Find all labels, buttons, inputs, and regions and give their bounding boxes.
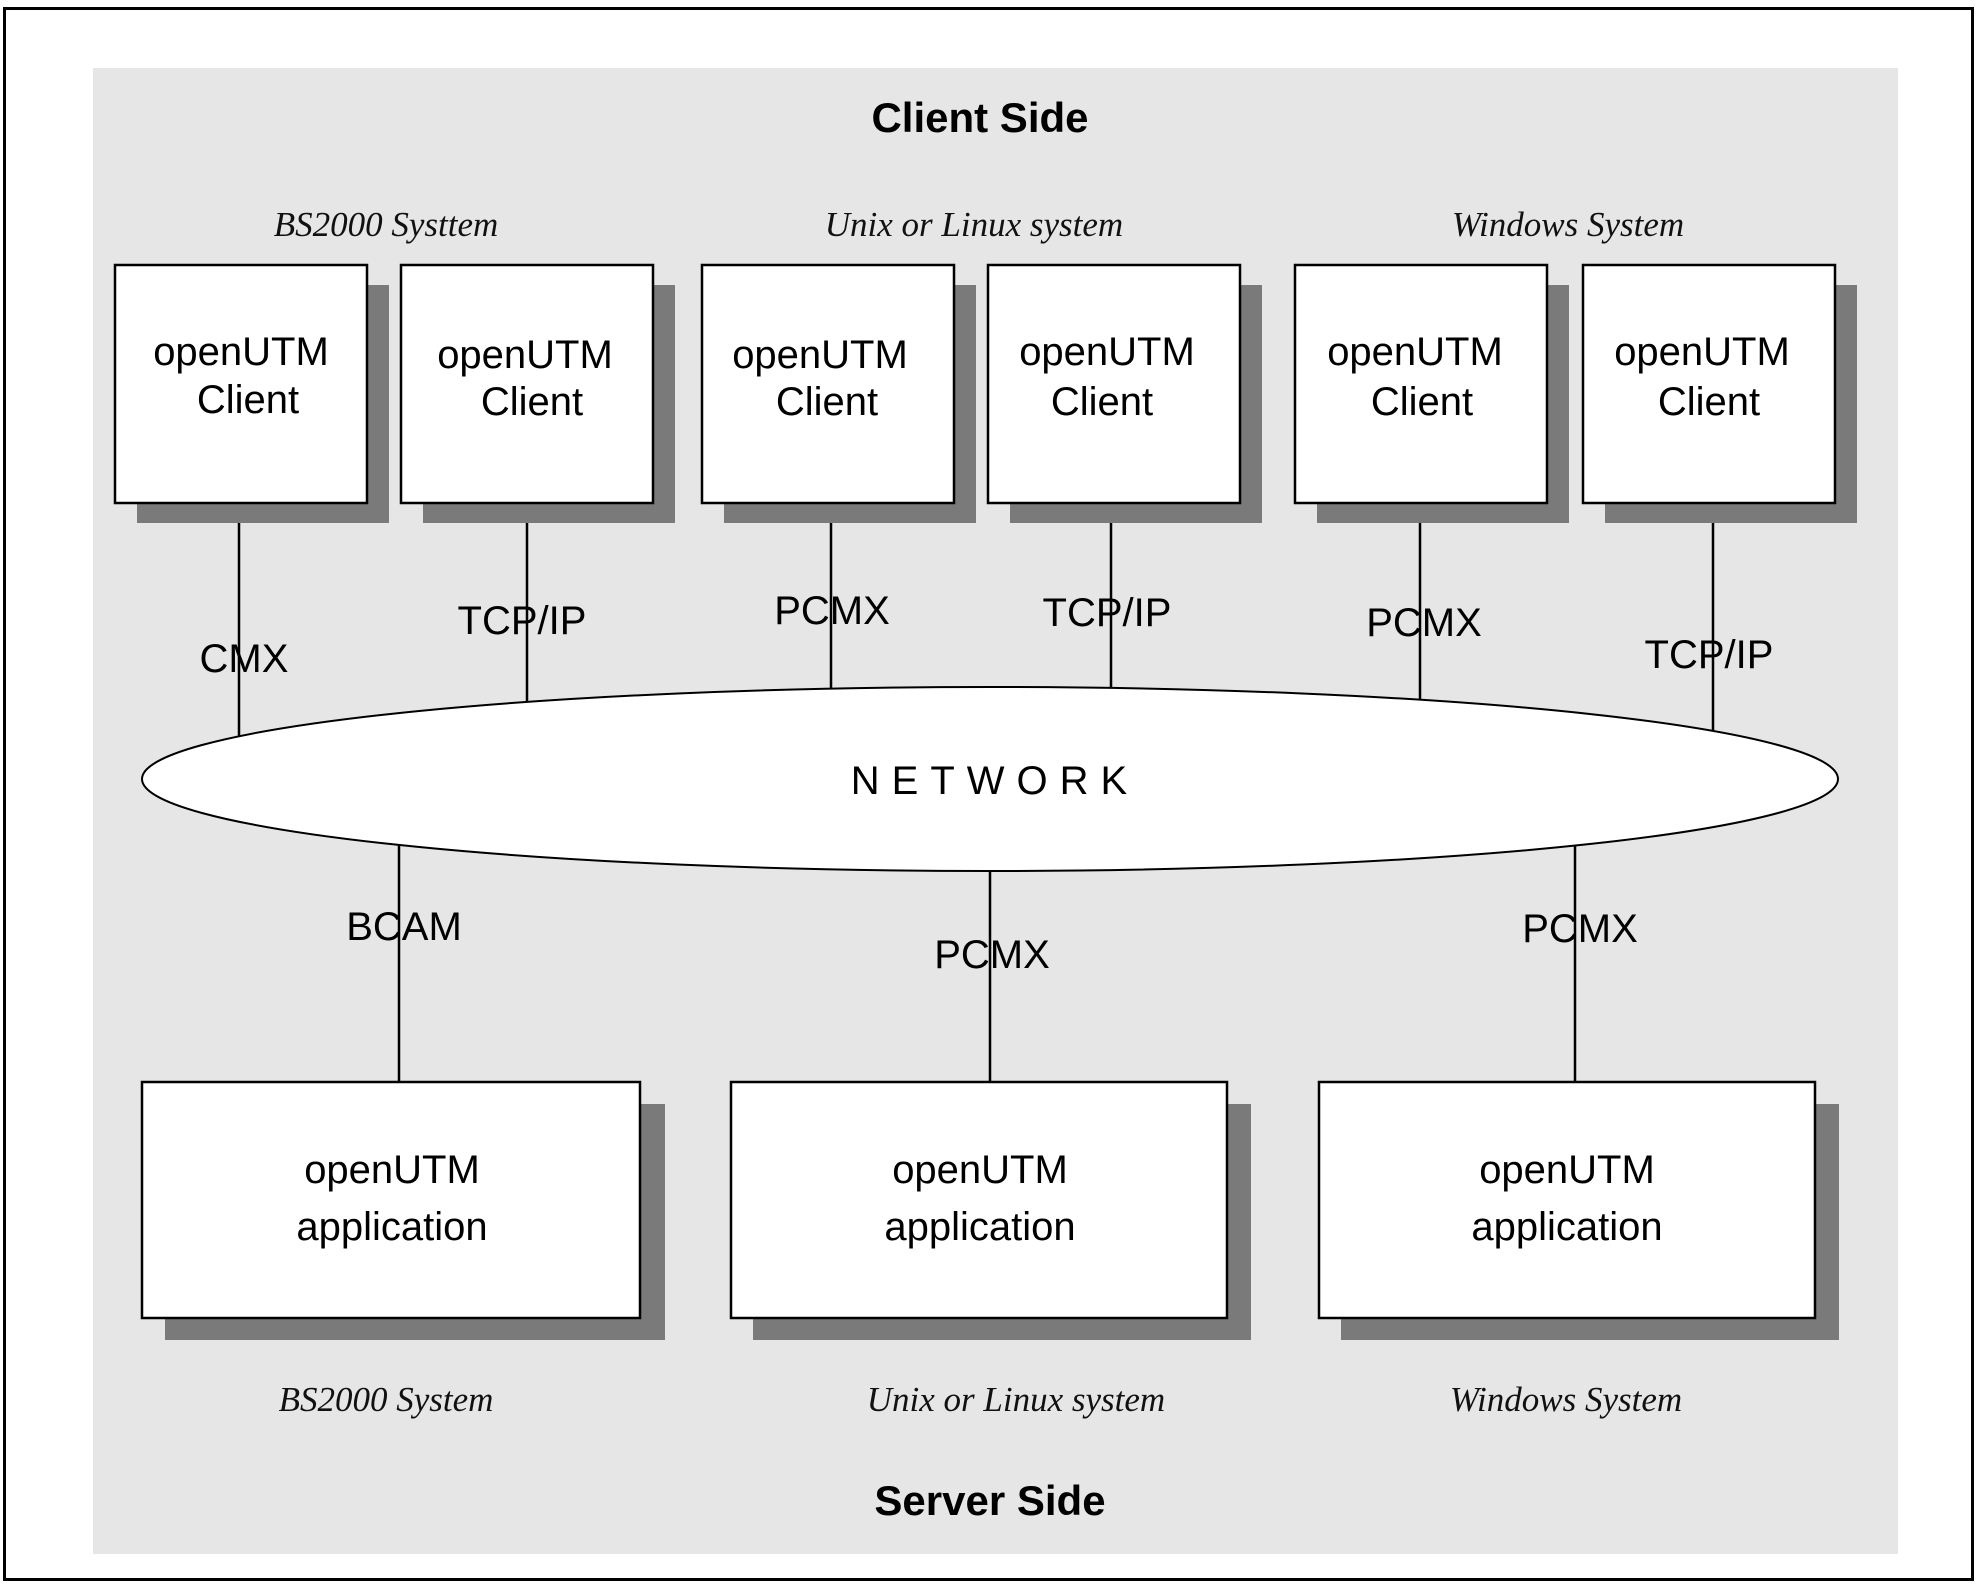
application-box-line1: openUTM bbox=[892, 1148, 1068, 1192]
client-system-label-windows: Windows System bbox=[1452, 205, 1684, 244]
client-box: openUTM Client bbox=[399, 263, 675, 523]
application-box: openUTM application bbox=[140, 1080, 665, 1340]
network-label: NETWORK bbox=[851, 759, 1139, 803]
application-box-line2: application bbox=[1471, 1205, 1662, 1249]
server-connectors bbox=[397, 842, 1577, 1082]
server-system-label-bs2000: BS2000 System bbox=[279, 1380, 494, 1419]
client-box-line2: Client bbox=[776, 380, 878, 424]
client-box-line2: Client bbox=[1658, 380, 1760, 424]
client-protocol-label: TCP/IP bbox=[1645, 633, 1774, 677]
client-box-line1: openUTM bbox=[732, 333, 908, 377]
client-system-label-bs2000: BS2000 Systtem bbox=[274, 205, 499, 244]
client-box-line2: Client bbox=[1051, 380, 1153, 424]
client-system-label-unix: Unix or Linux system bbox=[825, 205, 1123, 244]
client-connectors bbox=[237, 503, 1715, 742]
application-box: openUTM application bbox=[1317, 1080, 1839, 1340]
client-box: openUTM Client bbox=[113, 263, 389, 523]
client-box-line1: openUTM bbox=[153, 330, 329, 374]
client-protocol-label: PCMX bbox=[774, 589, 890, 633]
client-box-line1: openUTM bbox=[1614, 330, 1790, 374]
client-protocol-label: PCMX bbox=[1366, 601, 1482, 645]
client-box-line2: Client bbox=[197, 378, 299, 422]
client-protocol-label: TCP/IP bbox=[1043, 591, 1172, 635]
network-ellipse bbox=[141, 686, 1839, 872]
client-box-line1: openUTM bbox=[1327, 330, 1503, 374]
client-box: openUTM Client bbox=[700, 263, 976, 523]
application-box: openUTM application bbox=[729, 1080, 1251, 1340]
application-box-line2: application bbox=[296, 1205, 487, 1249]
client-protocol-label: TCP/IP bbox=[458, 599, 587, 643]
client-box: openUTM Client bbox=[1293, 263, 1569, 523]
client-box-line2: Client bbox=[1371, 380, 1473, 424]
server-protocol-label: PCMX bbox=[1522, 907, 1638, 951]
application-box-line2: application bbox=[884, 1205, 1075, 1249]
client-box-line1: openUTM bbox=[437, 333, 613, 377]
client-box-line1: openUTM bbox=[1019, 330, 1195, 374]
server-side-title: Server Side bbox=[874, 1477, 1105, 1524]
server-protocol-label: PCMX bbox=[934, 933, 1050, 977]
client-box-line2: Client bbox=[481, 380, 583, 424]
application-box-line1: openUTM bbox=[304, 1148, 480, 1192]
server-system-label-unix: Unix or Linux system bbox=[867, 1380, 1165, 1419]
client-box: openUTM Client bbox=[986, 263, 1262, 523]
server-protocol-label: BCAM bbox=[346, 905, 462, 949]
client-protocol-label: CMX bbox=[200, 637, 289, 681]
server-system-label-windows: Windows System bbox=[1450, 1380, 1682, 1419]
client-side-title: Client Side bbox=[871, 94, 1088, 141]
application-box-line1: openUTM bbox=[1479, 1148, 1655, 1192]
client-box: openUTM Client bbox=[1581, 263, 1857, 523]
